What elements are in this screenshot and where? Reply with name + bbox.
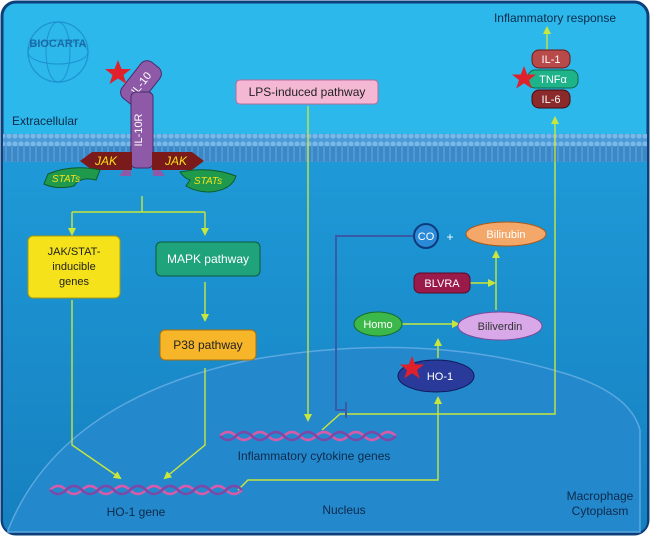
il1-box	[531, 49, 571, 69]
p38-pathway-label: P38 pathway	[173, 338, 242, 352]
il10r-label: IL-10R	[133, 113, 145, 146]
jakstat-genes-line2: inducible	[52, 261, 95, 273]
il10r-body	[130, 91, 154, 169]
pathway-arrows	[68, 26, 559, 491]
cytokine-genes-label: Inflammatory cytokine genes	[238, 449, 391, 463]
mapk-pathway-label: MAPK pathway	[167, 252, 249, 266]
jak-left	[80, 152, 132, 170]
homo-label: Homo	[363, 319, 392, 331]
arrow-cytokine-response	[321, 116, 559, 431]
mapk-pathway-box	[155, 241, 261, 277]
ho1-label: HO-1	[427, 371, 453, 383]
co-inhibition-line	[335, 235, 416, 411]
jakstat-genes-box	[27, 235, 121, 299]
biliverdin-node	[457, 311, 543, 341]
nucleus-label: Nucleus	[322, 503, 365, 517]
blvra-node	[413, 272, 471, 294]
plus-sign: +	[446, 230, 453, 244]
tnfa-label: TNFα	[539, 74, 567, 86]
inflammatory-response-label: Inflammatory response	[494, 11, 616, 25]
arrow-ho1gene-ho1	[237, 396, 442, 491]
arrow-jak-split	[72, 196, 205, 213]
jak-left-label: JAK	[94, 154, 118, 168]
co-label: CO	[418, 231, 435, 243]
il1-label: IL-1	[542, 54, 561, 66]
bilirubin-label: Bilirubin	[486, 229, 525, 241]
stats-left	[43, 167, 101, 189]
ho1-star-icon	[400, 356, 424, 379]
jak-right-label: JAK	[164, 154, 188, 168]
il6-label: IL-6	[542, 94, 561, 106]
il10-ligand	[120, 60, 162, 106]
extracellular-label: Extracellular	[12, 114, 78, 128]
stats-left-label: STATs	[52, 174, 80, 185]
logo-text: BIOCARTA	[29, 38, 86, 50]
homo-node	[353, 311, 403, 337]
p38-pathway-box	[159, 329, 257, 361]
cytoplasm-label: Cytoplasm	[572, 504, 629, 518]
macrophage-label: Macrophage	[567, 489, 634, 503]
ho1-gene-dna	[49, 484, 243, 496]
il6-box	[531, 89, 571, 109]
stats-right	[179, 169, 237, 193]
il10-star-icon	[105, 60, 131, 84]
lps-pathway-box	[235, 79, 379, 105]
jak-right	[152, 152, 204, 170]
arrow-jakstat-ho1gene	[71, 300, 122, 480]
stats-right-label: STATs	[194, 176, 222, 187]
jakstat-genes-line1: JAK/STAT-	[48, 246, 101, 258]
bilirubin-node	[465, 221, 547, 247]
ho1-gene-label: HO-1 gene	[107, 505, 166, 519]
jakstat-genes-line3: genes	[59, 276, 89, 288]
biocarta-logo: BIOCARTA	[27, 21, 89, 83]
co-node	[413, 223, 439, 249]
lps-pathway-label: LPS-induced pathway	[249, 85, 366, 99]
tnfa-star-icon	[512, 66, 536, 89]
cytokine-genes-dna	[219, 430, 397, 442]
biliverdin-label: Biliverdin	[478, 321, 523, 333]
arrow-p38-ho1gene	[163, 368, 206, 480]
blvra-label: BLVRA	[424, 278, 460, 290]
